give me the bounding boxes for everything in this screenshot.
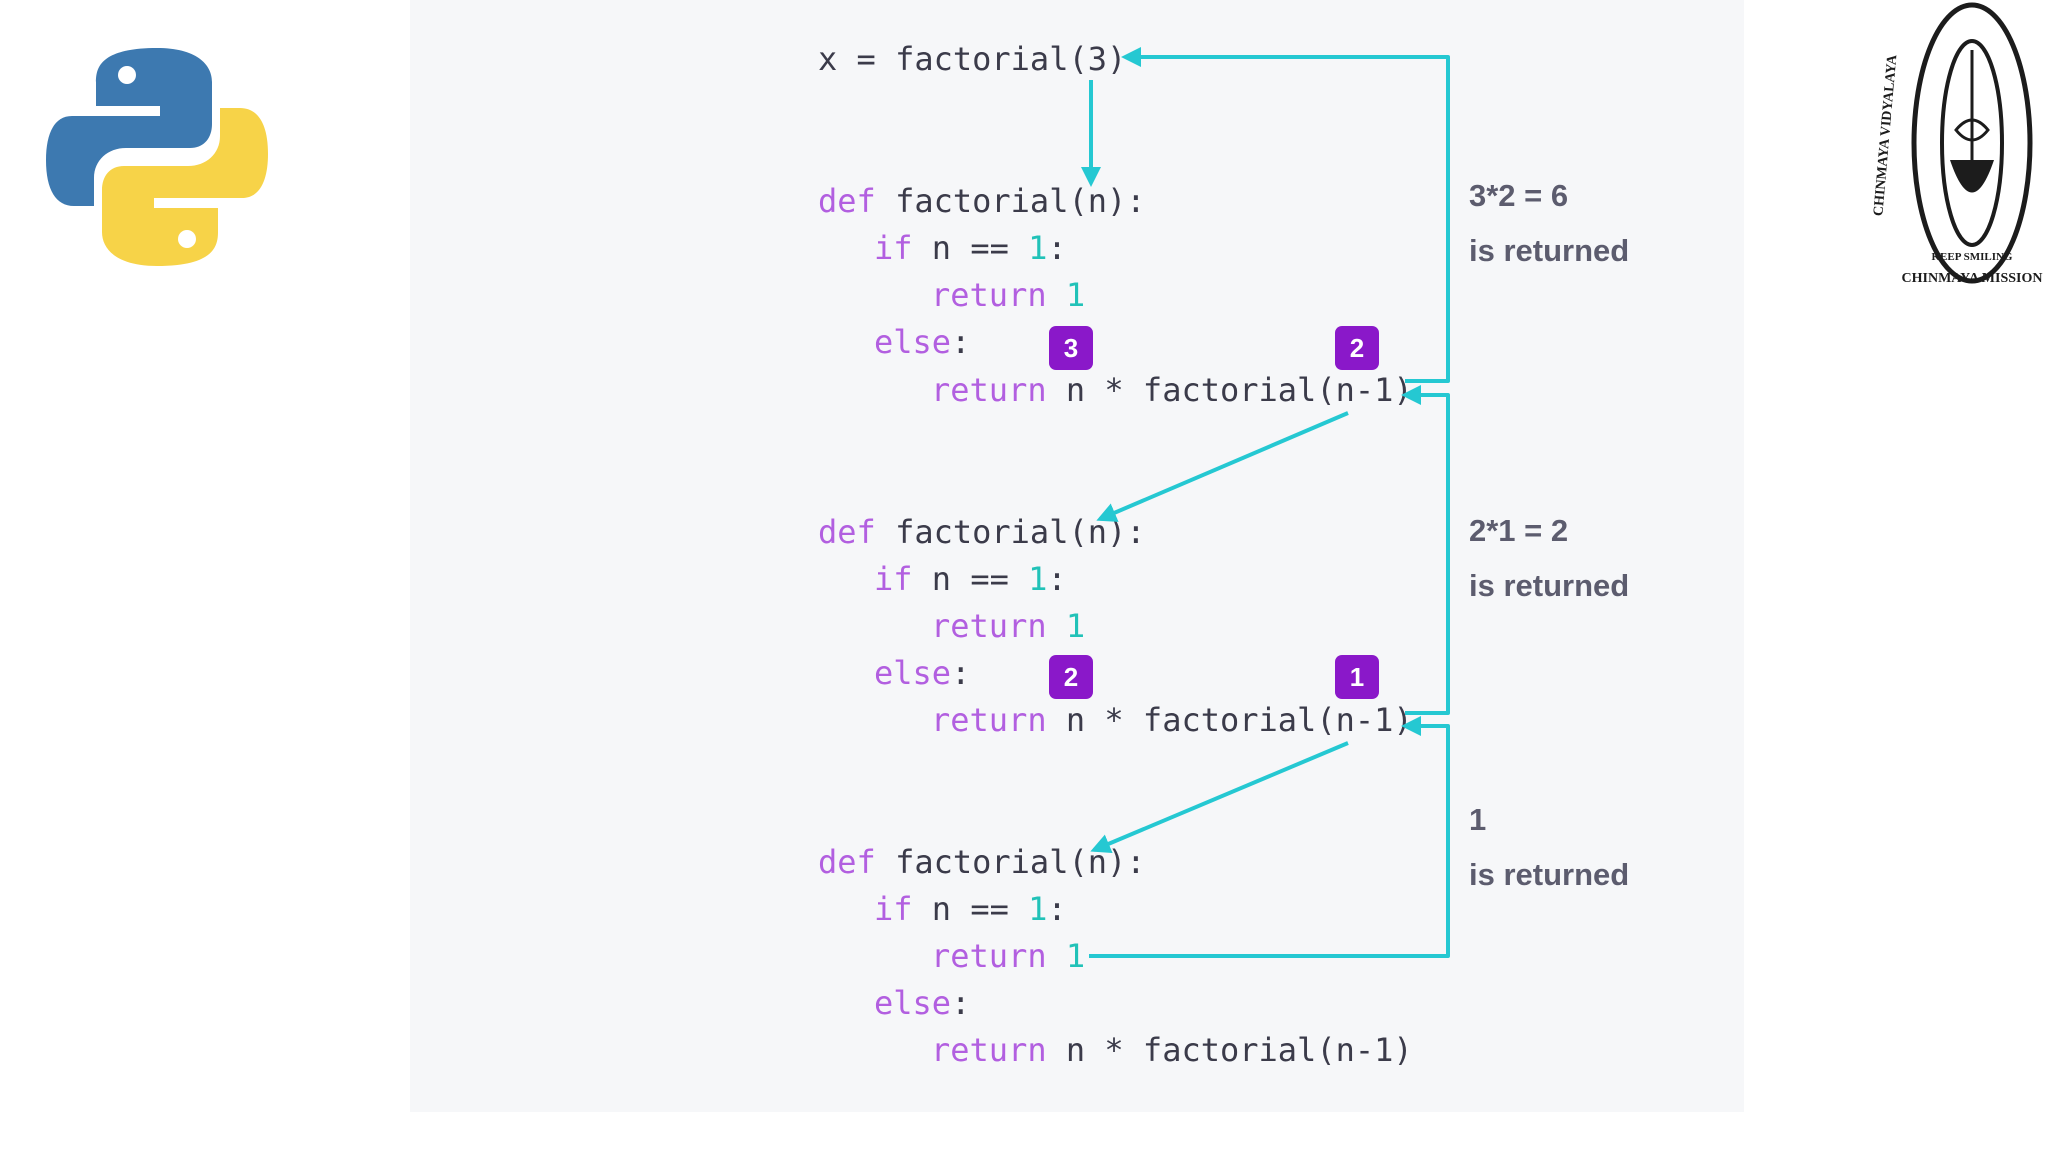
return-keyword: return [931, 371, 1047, 409]
svg-text:if n == 1:: if n == 1: [874, 560, 1067, 598]
else-colon: : [951, 654, 970, 692]
badge-block2-n: 2 [1049, 655, 1093, 699]
condition: n == [913, 229, 1029, 267]
badge-block2-call: 1 [1335, 655, 1379, 699]
code-block-2: def factorial(n): if n == 1: return 1 el… [818, 513, 1413, 739]
emblem-bottom-text: CHINMAYA MISSION [1902, 271, 2043, 286]
return-value-block1: 3*2 = 6 [1469, 178, 1568, 213]
svg-text:if n == 1:: if n == 1: [874, 229, 1067, 267]
svg-text:if n == 1:: if n == 1: [874, 890, 1067, 928]
recursive-expression: n * factorial(n-1) [1047, 1031, 1413, 1069]
call-equals: = [837, 40, 895, 78]
svg-text:return 1: return 1 [931, 607, 1085, 645]
call-line: x = factorial(3) [818, 40, 1126, 78]
return-literal: 1 [1066, 276, 1085, 314]
return-label-block3: is returned [1469, 857, 1629, 892]
def-keyword: def [818, 182, 876, 220]
badge-block1-call-text: 2 [1350, 333, 1364, 363]
return-keyword: return [931, 937, 1047, 975]
svg-text:def factorial(n):: def factorial(n): [818, 513, 1146, 551]
badge-block2-n-text: 2 [1064, 662, 1078, 692]
svg-text:return n * factorial(n-1): return n * factorial(n-1) [931, 701, 1413, 739]
code-block-1: def factorial(n): if n == 1: return 1 el… [818, 182, 1413, 409]
svg-text:return n * factorial(n-1): return n * factorial(n-1) [931, 371, 1413, 409]
else-keyword: else [874, 654, 951, 692]
svg-text:else:: else: [874, 654, 970, 692]
return-arrow-block1 [1121, 47, 1450, 383]
condition-literal: 1 [1028, 229, 1047, 267]
badge-block1-n-text: 3 [1064, 333, 1078, 363]
return-arrow-block2 [1401, 385, 1450, 715]
return-keyword: return [931, 276, 1047, 314]
code-block-3: def factorial(n): if n == 1: return 1 el… [818, 843, 1413, 1069]
else-keyword: else [874, 984, 951, 1022]
return-label-block2: is returned [1469, 568, 1629, 603]
condition-colon: : [1047, 560, 1066, 598]
condition-literal: 1 [1028, 560, 1047, 598]
python-logo-icon [46, 48, 268, 266]
svg-text:def factorial(n):: def factorial(n): [818, 182, 1146, 220]
call-variable: x [818, 40, 837, 78]
badge-block1-call: 2 [1335, 326, 1379, 370]
else-colon: : [951, 323, 970, 361]
def-keyword: def [818, 843, 876, 881]
if-keyword: if [874, 560, 913, 598]
svg-text:return 1: return 1 [931, 937, 1085, 975]
def-keyword: def [818, 513, 876, 551]
function-signature: factorial(n): [876, 843, 1146, 881]
return-keyword: return [931, 1031, 1047, 1069]
badge-block2-call-text: 1 [1350, 662, 1364, 692]
return-value-block3: 1 [1469, 802, 1486, 837]
return-value-block2: 2*1 = 2 [1469, 513, 1568, 548]
function-signature: factorial(n): [876, 182, 1146, 220]
if-keyword: if [874, 890, 913, 928]
condition-colon: : [1047, 229, 1066, 267]
else-keyword: else [874, 323, 951, 361]
else-colon: : [951, 984, 970, 1022]
if-keyword: if [874, 229, 913, 267]
call-expression: factorial(3) [895, 40, 1126, 78]
return-label-block1: is returned [1469, 233, 1629, 268]
recursive-call-arrow-2 [1090, 741, 1349, 854]
svg-text:else:: else: [874, 984, 970, 1022]
emblem-top-text: CHINMAYA VIDYALAYA [1871, 53, 1900, 216]
return-keyword: return [931, 607, 1047, 645]
return-arrow-block3 [1089, 716, 1450, 958]
recursive-expression: n * factorial(n-1) [1047, 371, 1413, 409]
svg-text:else:: else: [874, 323, 970, 361]
return-keyword: return [931, 701, 1047, 739]
diagram-panel [410, 0, 1744, 1112]
chinmaya-vidyalaya-emblem-icon: CHINMAYA VIDYALAYA KEEP SMILING CHINMAYA… [1871, 2, 2043, 286]
svg-text:x = factorial(3): x = factorial(3) [818, 40, 1126, 78]
svg-text:return n * factorial(n-1): return n * factorial(n-1) [931, 1031, 1413, 1069]
condition: n == [913, 890, 1029, 928]
badge-block1-n: 3 [1049, 326, 1093, 370]
condition-colon: : [1047, 890, 1066, 928]
return-literal: 1 [1066, 607, 1085, 645]
return-literal: 1 [1066, 937, 1085, 975]
svg-text:return 1: return 1 [931, 276, 1085, 314]
recursive-call-arrow-1 [1096, 411, 1349, 522]
condition-literal: 1 [1028, 890, 1047, 928]
recursive-expression: n * factorial(n-1) [1047, 701, 1413, 739]
condition: n == [913, 560, 1029, 598]
emblem-inner-text: KEEP SMILING [1932, 251, 2013, 263]
